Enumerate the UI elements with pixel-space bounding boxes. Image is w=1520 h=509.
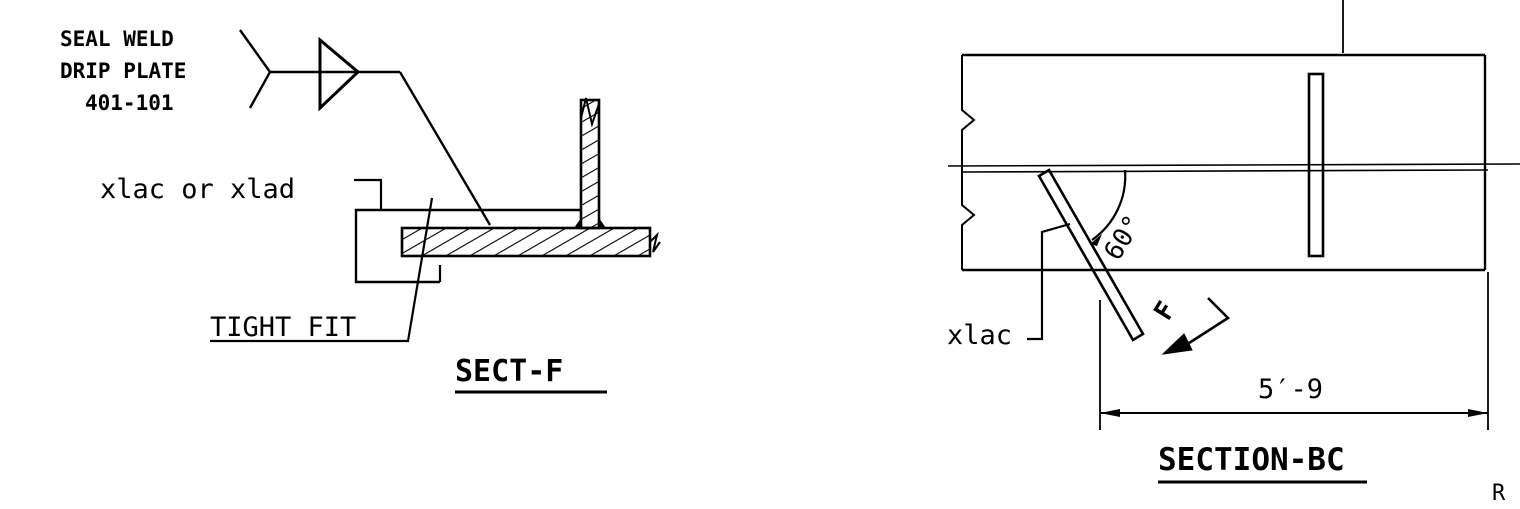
force-label: F xyxy=(1148,297,1182,326)
force-arrow-shaft xyxy=(1185,297,1231,347)
corner-mark: R xyxy=(1492,481,1506,506)
dimension-label: 5′-9 xyxy=(1258,374,1323,405)
flange-plate-section xyxy=(400,226,652,258)
web-line-upper xyxy=(947,163,1520,167)
section-bc-detail: 60° xlac F 5′-9 SECTION-BC R xyxy=(947,0,1520,506)
tight-fit-leader xyxy=(210,197,434,343)
drip-plate-outline xyxy=(354,208,580,284)
inclined-member xyxy=(1037,168,1145,342)
angle-arc-arrowhead xyxy=(1090,234,1102,246)
fillet-weld-triangle xyxy=(318,36,361,112)
sect-f-detail: SEAL WELD DRIP PLATE 401-101 xlac or xla… xyxy=(60,27,661,394)
weld-bead-left xyxy=(574,218,581,228)
section-bc-title: SECTION-BC xyxy=(1158,442,1345,478)
web-plate-section xyxy=(579,98,601,230)
web-line-lower xyxy=(961,169,1489,173)
callout-line-3: 401-101 xyxy=(85,91,174,115)
member-label: xlac or xlad xyxy=(100,174,295,205)
callout-line-1: SEAL WELD xyxy=(60,27,174,51)
web-break-mark xyxy=(580,97,600,128)
weld-symbol-tail xyxy=(239,29,272,109)
callout-line-2: DRIP PLATE xyxy=(60,59,186,83)
beam-break-line xyxy=(961,55,976,270)
dimension-arrow-right xyxy=(1468,409,1488,417)
weld-leader-line xyxy=(398,71,492,226)
dimension-arrow-left xyxy=(1100,409,1120,417)
angle-label: 60° xyxy=(1098,210,1148,266)
angle-arc xyxy=(1091,169,1127,241)
xlac-leader xyxy=(1027,222,1071,341)
force-arrowhead xyxy=(1161,333,1193,355)
sect-f-title: SECT-F xyxy=(455,354,563,389)
weld-bead-right xyxy=(599,218,606,228)
xlac-label: xlac xyxy=(947,320,1012,351)
flange-break-mark xyxy=(649,231,661,253)
vertical-stiffener xyxy=(1307,72,1325,258)
tight-fit-label: TIGHT FIT xyxy=(210,312,356,343)
member-label-leader xyxy=(354,178,383,210)
